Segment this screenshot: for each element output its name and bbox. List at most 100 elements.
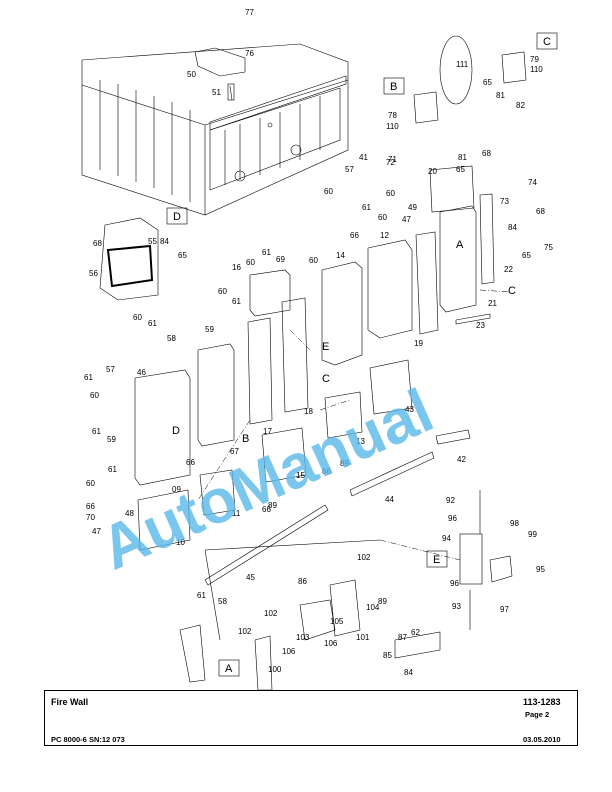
callout: 61: [262, 248, 271, 257]
view-label-e-arrow: E: [322, 341, 329, 353]
callout: 47: [92, 527, 101, 536]
callout: 45: [246, 573, 255, 582]
view-label-a-inset: A: [456, 239, 464, 251]
callout: 89: [268, 501, 277, 510]
callout: 61: [108, 465, 117, 474]
callout: 58: [218, 597, 227, 606]
hinge-plate-c: [501, 51, 527, 84]
callout: 21: [488, 299, 497, 308]
callout: 60: [378, 213, 387, 222]
callout: 69: [276, 255, 285, 264]
callout: 98: [510, 519, 519, 528]
callout: 60: [90, 391, 99, 400]
callout: 17: [263, 427, 272, 436]
callout: 66: [262, 505, 271, 514]
panel-56: [99, 217, 159, 301]
callout: 66: [186, 458, 195, 467]
callout: 111: [456, 60, 469, 69]
callout: 22: [504, 265, 513, 274]
view-label-c-inset: C: [322, 373, 330, 385]
callout: 19: [414, 339, 423, 348]
callout: 09: [172, 485, 181, 494]
callout: 110: [530, 65, 543, 74]
callout: 59: [205, 325, 214, 334]
part-number: 113-1283: [523, 697, 561, 707]
hinge-plate-b: [413, 91, 439, 124]
callout: 58: [167, 334, 176, 343]
callout: 102: [238, 627, 252, 636]
callout: 48: [125, 509, 134, 518]
document-title: Fire Wall: [51, 697, 89, 707]
callout: 62: [411, 628, 420, 637]
title-block: Fire Wall 113-1283 Page 2 PC 8000-6 SN:1…: [44, 690, 578, 746]
callout: 100: [268, 665, 282, 674]
callout: 102: [357, 553, 371, 562]
callout: 94: [442, 534, 451, 543]
view-box-c: [536, 32, 558, 50]
callout: 23: [476, 321, 485, 330]
callout: 95: [536, 565, 545, 574]
callout: 12: [380, 231, 389, 240]
callout: 51: [212, 88, 221, 97]
callout: 46: [137, 368, 146, 377]
callout: 13: [356, 437, 365, 446]
view-box-d: [166, 207, 188, 225]
document-date: 03.05.2010: [523, 735, 561, 744]
model-serial: PC 8000-6 SN:12 073: [51, 735, 125, 744]
callout: 89: [378, 597, 387, 606]
callout: 85: [383, 651, 392, 660]
view-label-c: C: [543, 36, 551, 48]
callout: 61: [92, 427, 101, 436]
view-box-b: [383, 77, 405, 95]
callout: 66: [322, 467, 331, 476]
callout: 68: [93, 239, 102, 248]
callout: 65: [522, 251, 531, 260]
callout: 81: [458, 153, 467, 162]
firewall-frame: [81, 43, 349, 216]
callout: 61: [362, 203, 371, 212]
callout: 66: [86, 502, 95, 511]
pin-111-detail: [439, 35, 473, 105]
callout: 101: [356, 633, 370, 642]
callout: 96: [450, 579, 459, 588]
bracket-50: [194, 47, 246, 101]
callout: 60: [386, 189, 395, 198]
callout: 49: [408, 203, 417, 212]
callout: 43: [405, 405, 414, 414]
callout: 55: [148, 237, 157, 246]
callout: 79: [530, 55, 539, 64]
callout: 92: [446, 496, 455, 505]
callout: 59: [107, 435, 116, 444]
callout: 60: [86, 479, 95, 488]
view-box-a: [218, 659, 240, 677]
callout: 73: [500, 197, 509, 206]
callout: 60: [309, 256, 318, 265]
callout: 20: [428, 167, 437, 176]
callout: 60: [218, 287, 227, 296]
callout: 78: [388, 111, 397, 120]
callout: 67: [230, 447, 239, 456]
callout: 50: [187, 70, 196, 79]
callout: 65: [483, 78, 492, 87]
callout: 68: [482, 149, 491, 158]
callout: 99: [528, 530, 537, 539]
callout: 84: [160, 237, 169, 246]
callout: 76: [245, 49, 254, 58]
view-label-b-inset: B: [242, 433, 249, 445]
callout: 84: [508, 223, 517, 232]
callout: 44: [385, 495, 394, 504]
callout: 65: [456, 165, 465, 174]
callout: 87: [398, 633, 407, 642]
callout: 42: [457, 455, 466, 464]
view-label-d-inset: D: [172, 425, 180, 437]
callout: 89: [340, 459, 349, 468]
view-label-b: B: [390, 81, 397, 93]
view-label-a: A: [225, 663, 233, 675]
callout: 84: [404, 668, 413, 677]
callout: 71: [388, 155, 397, 164]
view-label-e: E: [433, 554, 440, 566]
callout: 18: [304, 407, 313, 416]
callout: 105: [330, 617, 344, 626]
callout: 57: [345, 165, 354, 174]
callout: 41: [359, 153, 368, 162]
